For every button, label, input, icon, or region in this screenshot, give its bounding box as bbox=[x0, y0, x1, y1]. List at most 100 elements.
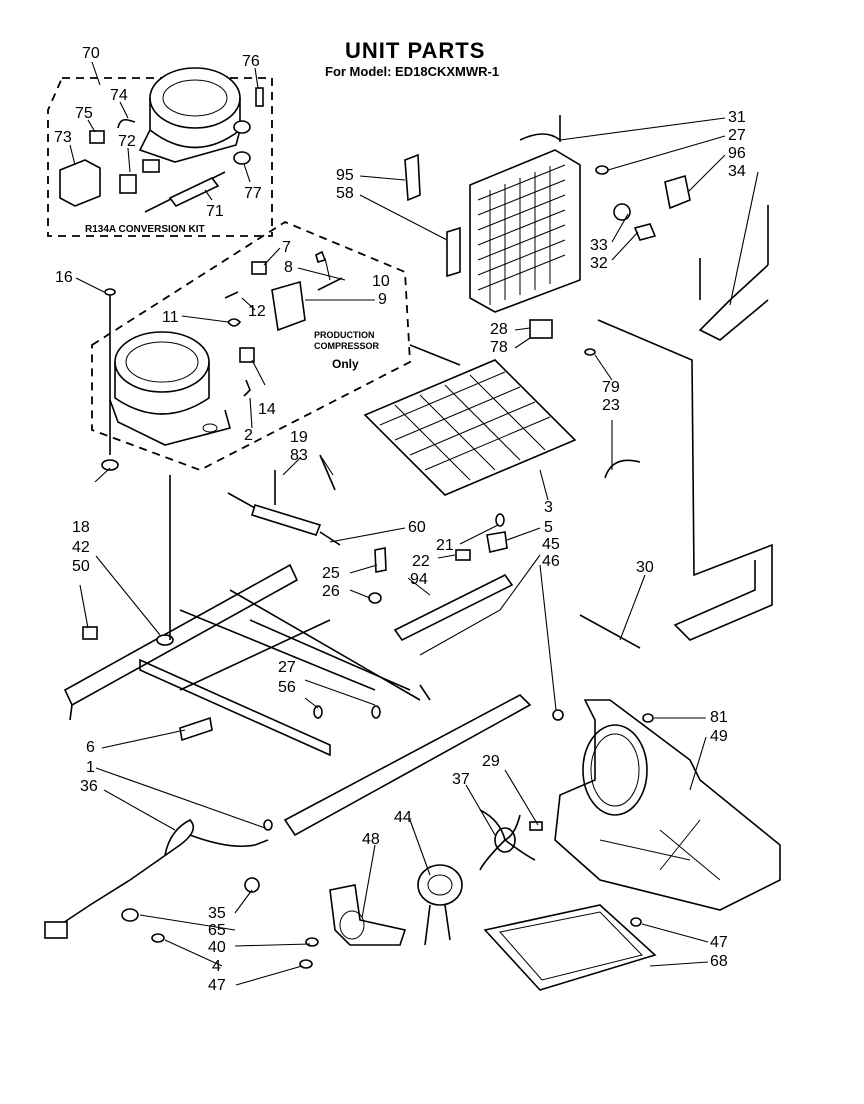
part-56-screw bbox=[313, 705, 323, 719]
part-25 bbox=[374, 547, 387, 573]
part-32 bbox=[633, 223, 657, 241]
relay-bracket-9 bbox=[271, 280, 306, 332]
leader-lines bbox=[69, 61, 759, 986]
callout-34: 34 bbox=[728, 163, 746, 180]
production-note-line3: Only bbox=[332, 357, 359, 371]
part-11 bbox=[227, 318, 242, 327]
part-8 bbox=[317, 277, 343, 291]
callout-26: 26 bbox=[322, 583, 340, 600]
callout-labels: 70 76 74 75 72 73 71 77 95 58 31 27 96 3… bbox=[54, 45, 746, 994]
evaporator-coil bbox=[469, 115, 581, 313]
callout-70: 70 bbox=[82, 45, 100, 62]
callout-68: 68 bbox=[710, 953, 728, 970]
callout-29: 29 bbox=[482, 753, 500, 770]
callout-25: 25 bbox=[322, 565, 340, 582]
fan-motor-44 bbox=[417, 864, 463, 946]
defrost-heater-3 bbox=[363, 344, 577, 496]
kit-part-75 bbox=[89, 130, 105, 144]
part-95-bracket bbox=[404, 153, 421, 202]
callout-2: 2 bbox=[244, 427, 253, 444]
part-21-screw bbox=[495, 513, 505, 527]
callout-5: 5 bbox=[544, 519, 553, 536]
part-5-clip bbox=[486, 531, 508, 553]
part-60-drier bbox=[251, 503, 322, 536]
callout-78: 78 bbox=[490, 339, 508, 356]
callout-8: 8 bbox=[284, 259, 293, 276]
callout-40: 40 bbox=[208, 939, 226, 956]
callout-77: 77 bbox=[244, 185, 262, 202]
production-compressor-group: PRODUCTION COMPRESSOR Only bbox=[91, 220, 411, 471]
conversion-kit-border bbox=[47, 77, 273, 237]
kit-part-72b bbox=[119, 174, 137, 194]
part-27b-screw bbox=[371, 705, 381, 719]
part-36-screw bbox=[263, 819, 273, 831]
kit-part-74 bbox=[117, 118, 136, 129]
callout-37: 37 bbox=[452, 771, 470, 788]
grommet-18 bbox=[101, 459, 119, 471]
callout-31: 31 bbox=[728, 109, 746, 126]
callout-49: 49 bbox=[710, 728, 728, 745]
part-47a-screw bbox=[299, 959, 313, 969]
part-26 bbox=[368, 592, 382, 604]
conversion-kit-group: R134A CONVERSION KIT bbox=[47, 67, 273, 237]
part-46-screw bbox=[552, 709, 564, 721]
part-7 bbox=[251, 261, 267, 275]
callout-3: 3 bbox=[544, 499, 553, 516]
part-33 bbox=[613, 203, 631, 221]
part-29 bbox=[529, 821, 543, 831]
callout-23: 23 bbox=[602, 397, 620, 414]
part-81-screw bbox=[642, 713, 654, 723]
callout-60: 60 bbox=[408, 519, 426, 536]
part-47b-screw bbox=[630, 917, 642, 927]
callout-73: 73 bbox=[54, 129, 72, 146]
part-19-clip bbox=[274, 454, 336, 505]
callout-27-mid: 27 bbox=[278, 659, 296, 676]
callout-46: 46 bbox=[542, 553, 560, 570]
callout-21: 21 bbox=[436, 537, 454, 554]
power-cord-1 bbox=[44, 819, 269, 939]
callout-47-left: 47 bbox=[208, 977, 226, 994]
production-note-line2: COMPRESSOR bbox=[314, 341, 380, 351]
callout-12: 12 bbox=[248, 303, 266, 320]
callout-79: 79 bbox=[602, 379, 620, 396]
callout-45: 45 bbox=[542, 536, 560, 553]
fan-blade-37 bbox=[479, 809, 536, 871]
callout-96: 96 bbox=[728, 145, 746, 162]
callout-42: 42 bbox=[72, 539, 90, 556]
part-6-bracket bbox=[179, 716, 213, 742]
callout-81: 81 bbox=[710, 709, 728, 726]
callout-6: 6 bbox=[86, 739, 95, 756]
callout-30: 30 bbox=[636, 559, 654, 576]
kit-part-76 bbox=[255, 87, 264, 107]
part-23-end bbox=[604, 459, 641, 479]
part-14 bbox=[239, 347, 255, 363]
part-58-insulation bbox=[446, 226, 461, 278]
part-12 bbox=[224, 291, 239, 299]
callout-10: 10 bbox=[372, 273, 390, 290]
callout-19: 19 bbox=[290, 429, 308, 446]
kit-part-77 bbox=[233, 151, 251, 165]
part-27-screw bbox=[595, 165, 609, 175]
callout-36: 36 bbox=[80, 778, 98, 795]
callout-95: 95 bbox=[336, 167, 354, 184]
part-22 bbox=[455, 549, 471, 561]
motor-bracket-48 bbox=[329, 884, 407, 946]
callout-22: 22 bbox=[412, 553, 430, 570]
callout-94: 94 bbox=[410, 571, 428, 588]
production-compressor-border bbox=[91, 220, 411, 471]
callout-33: 33 bbox=[590, 237, 608, 254]
callout-48: 48 bbox=[362, 831, 380, 848]
part-2 bbox=[243, 379, 251, 397]
callout-72: 72 bbox=[118, 133, 136, 150]
callout-50: 50 bbox=[72, 558, 90, 575]
callout-16: 16 bbox=[55, 269, 73, 286]
callout-32: 32 bbox=[590, 255, 608, 272]
part-30-wire bbox=[579, 614, 641, 649]
callout-83: 83 bbox=[290, 447, 308, 464]
part-4 bbox=[151, 933, 165, 943]
part-50 bbox=[82, 626, 98, 640]
callout-76: 76 bbox=[242, 53, 260, 70]
callout-4: 4 bbox=[212, 958, 221, 975]
kit-part-73 bbox=[59, 159, 101, 207]
